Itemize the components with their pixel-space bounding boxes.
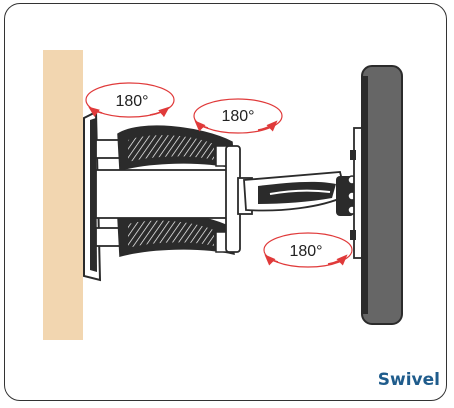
wall	[43, 50, 83, 340]
rotation-indicator-wall: 180°	[85, 82, 175, 118]
extension-arm	[243, 171, 348, 212]
tv-screen	[361, 65, 403, 325]
upper-arm	[117, 125, 235, 171]
tilt-joint	[336, 175, 357, 216]
rotation-label-tv: 180°	[289, 243, 322, 260]
rotation-label-wall: 180°	[115, 93, 148, 110]
rotation-label-arm: 180°	[221, 108, 254, 125]
rotation-indicator-tv: 180°	[263, 232, 353, 268]
arm-spine	[95, 145, 253, 253]
diagram-caption: Swivel	[377, 370, 440, 390]
rotation-indicator-arm: 180°	[193, 98, 283, 134]
